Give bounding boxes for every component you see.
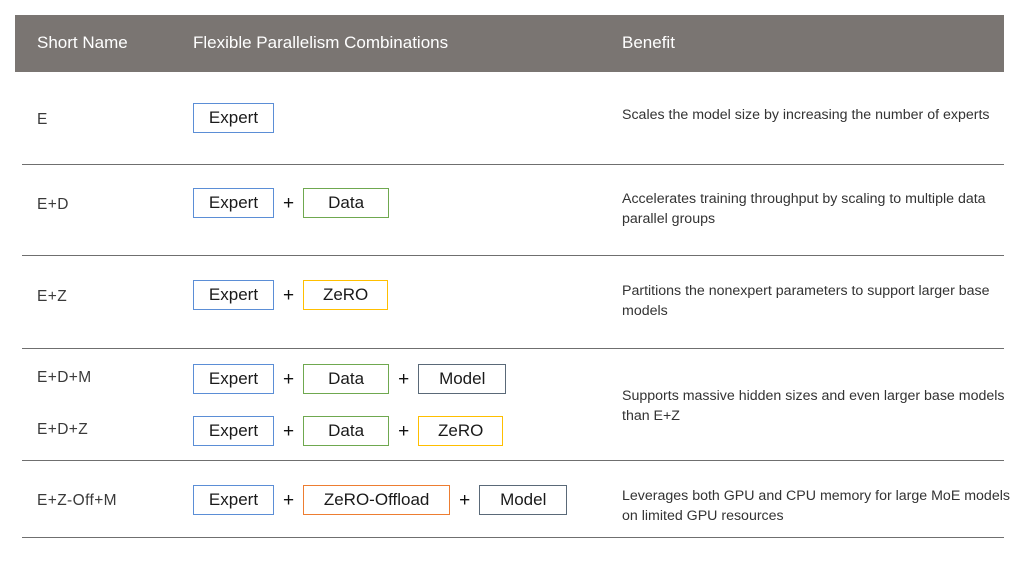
plus-sign: + bbox=[283, 368, 295, 390]
table-bottom-border bbox=[22, 537, 1004, 538]
row-combination: Expert + ZeRO bbox=[193, 280, 389, 310]
plus-sign: + bbox=[459, 489, 471, 511]
row-short-name: E bbox=[37, 111, 48, 128]
pill-model: Model bbox=[479, 485, 568, 515]
pill-expert: Expert bbox=[193, 485, 274, 515]
pill-zero: ZeRO bbox=[303, 280, 389, 310]
row-short-name: E+D bbox=[37, 196, 69, 213]
row-benefit: Scales the model size by increasing the … bbox=[622, 107, 990, 123]
column-header-benefit: Benefit bbox=[622, 33, 675, 52]
table-row: E+Z Expert + ZeRO Partitions the nonexpe… bbox=[15, 255, 1004, 348]
row-combination: Expert + Data + Model bbox=[193, 364, 507, 394]
row-combination: Expert + Data bbox=[193, 188, 390, 218]
parallelism-combinations-table: Short Name Flexible Parallelism Combinat… bbox=[15, 15, 1010, 547]
row-benefit: Accelerates training throughput by scali… bbox=[622, 191, 986, 227]
row-separator bbox=[22, 348, 1004, 349]
row-short-name: E+Z-Off+M bbox=[37, 492, 117, 509]
row-benefit: Supports massive hidden sizes and even l… bbox=[622, 388, 1005, 424]
plus-sign: + bbox=[283, 489, 295, 511]
pill-data: Data bbox=[303, 416, 390, 446]
row-short-name: E+D+Z bbox=[37, 421, 89, 438]
pill-zero-offload: ZeRO-Offload bbox=[303, 485, 451, 515]
row-benefit: Leverages both GPU and CPU memory for la… bbox=[622, 488, 1010, 524]
table-row: E+D Expert + Data Accelerates training t… bbox=[15, 164, 1004, 255]
plus-sign: + bbox=[283, 420, 295, 442]
pill-expert: Expert bbox=[193, 416, 274, 446]
pill-expert: Expert bbox=[193, 280, 274, 310]
plus-sign: + bbox=[398, 420, 410, 442]
column-header-short-name: Short Name bbox=[37, 33, 128, 52]
plus-sign: + bbox=[283, 284, 295, 306]
pill-zero: ZeRO bbox=[418, 416, 504, 446]
table-header-row: Short Name Flexible Parallelism Combinat… bbox=[15, 15, 1004, 72]
row-short-name: E+D+M bbox=[37, 369, 92, 386]
pill-expert: Expert bbox=[193, 103, 274, 133]
pill-model: Model bbox=[418, 364, 507, 394]
plus-sign: + bbox=[283, 192, 295, 214]
row-separator bbox=[22, 164, 1004, 165]
pill-expert: Expert bbox=[193, 188, 274, 218]
plus-sign: + bbox=[398, 368, 410, 390]
row-separator bbox=[22, 460, 1004, 461]
column-header-combinations: Flexible Parallelism Combinations bbox=[193, 33, 449, 52]
row-combination: Expert bbox=[193, 103, 274, 133]
row-short-name: E+Z bbox=[37, 288, 68, 305]
table-row: E+D+M Expert + Data + Model E+D+Z Expert… bbox=[15, 348, 1005, 460]
table-row: E Expert Scales the model size by increa… bbox=[15, 87, 1004, 164]
pill-expert: Expert bbox=[193, 364, 274, 394]
pill-data: Data bbox=[303, 364, 390, 394]
row-benefit: Partitions the nonexpert parameters to s… bbox=[622, 283, 990, 319]
row-combination: Expert + Data + ZeRO bbox=[193, 416, 504, 446]
row-combination: Expert + ZeRO-Offload + Model bbox=[193, 485, 568, 515]
table-row: E+Z-Off+M Expert + ZeRO-Offload + Model … bbox=[15, 460, 1010, 552]
row-separator bbox=[22, 255, 1004, 256]
pill-data: Data bbox=[303, 188, 390, 218]
